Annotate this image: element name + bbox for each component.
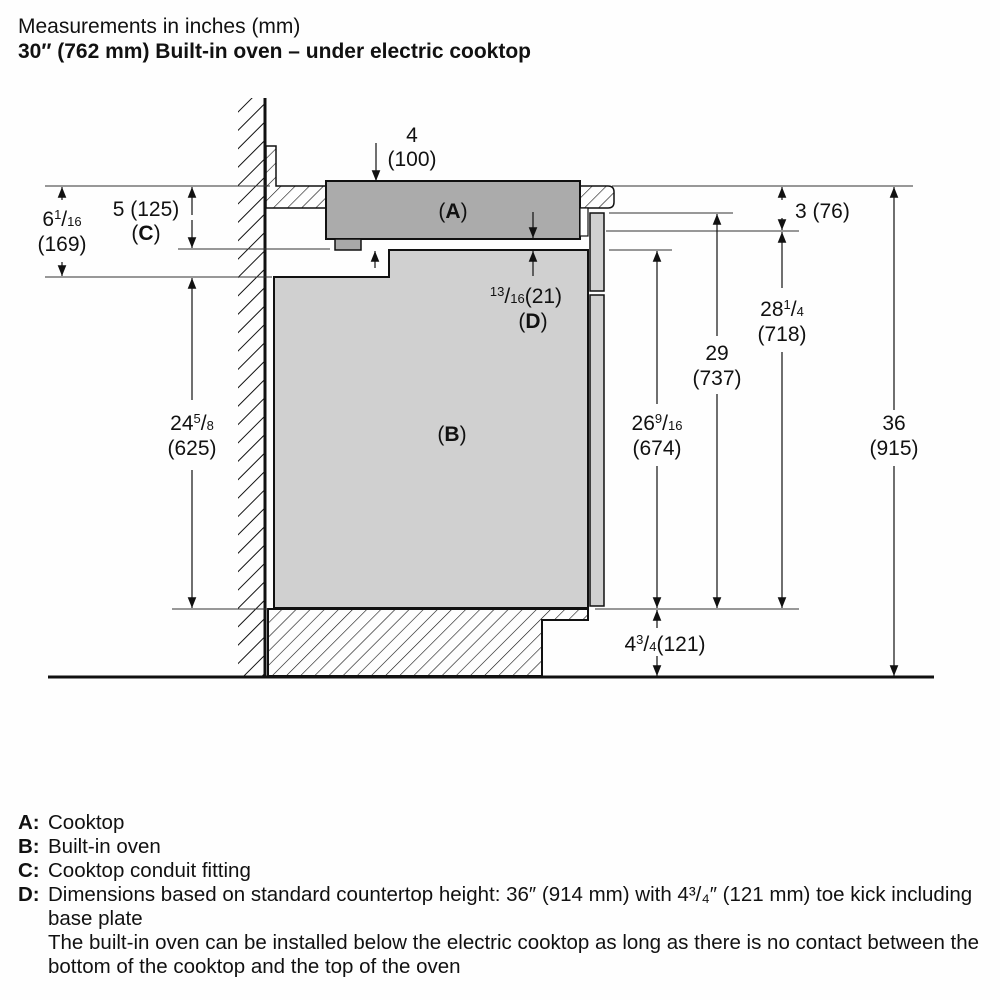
dim-oven-side-in: 245/8 xyxy=(170,411,214,435)
wall xyxy=(238,98,267,678)
legend-item-b: B: Built-in oven xyxy=(18,835,161,858)
dim-conduit-ref: (C) xyxy=(131,222,160,245)
extension-lines xyxy=(45,185,913,610)
dim-conduit-in: 5 (125) xyxy=(113,198,180,221)
dim-cooktop-depth-mm: (100) xyxy=(387,148,436,171)
oven-label: (B) xyxy=(437,423,466,446)
dim-oven-height-mm: (674) xyxy=(632,437,681,460)
base-plinth xyxy=(267,608,589,677)
conduit-fitting xyxy=(334,238,362,251)
oven-door-lower xyxy=(589,294,605,607)
dim-toe-kick: 43/4(121) xyxy=(624,632,705,656)
title-block: Measurements in inches (mm) 30″ (762 mm)… xyxy=(18,14,531,64)
legend-item-a: A: Cooktop xyxy=(18,811,125,834)
dim-top-clearance-in: 61/16 xyxy=(42,207,81,231)
legend-item-d: D: Dimensions based on standard countert… xyxy=(18,883,973,930)
legend-note: The built-in oven can be installed below… xyxy=(48,931,980,978)
dim-oven-height-in: 269/16 xyxy=(632,411,683,435)
dim-height-29-in: 29 xyxy=(705,342,728,365)
dim-top-clearance-mm: (169) xyxy=(37,233,86,256)
built-in-oven: (B) xyxy=(273,212,605,609)
dim-cooktop-depth-in: 4 xyxy=(406,124,418,147)
dim-height-28-mm: (718) xyxy=(757,323,806,346)
countertop xyxy=(265,145,615,209)
dim-gap-ref: (D) xyxy=(518,310,547,333)
cooktop: (A) xyxy=(325,180,589,251)
dim-counter-height-in: 36 xyxy=(882,412,905,435)
oven-door-upper xyxy=(589,212,605,292)
legend-item-c: C: Cooktop conduit fitting xyxy=(18,859,251,882)
legend: A: Cooktop B: Built-in oven C: Cooktop c… xyxy=(18,811,1000,979)
dim-height-29-mm: (737) xyxy=(692,367,741,390)
dim-gap-in: 13/16(21) xyxy=(490,284,562,308)
diagram-title: 30″ (762 mm) Built-in oven – under elect… xyxy=(18,40,532,63)
measurement-units-caption: Measurements in inches (mm) xyxy=(18,15,301,38)
dimension-labels: 4 (100) 61/16 (169) 5 (125) (C) 245/8 (6… xyxy=(37,124,918,656)
dimension-lines xyxy=(57,143,899,676)
dim-height-28-in: 281/4 xyxy=(760,297,804,321)
cooktop-label: (A) xyxy=(438,200,467,223)
dim-counter-height-mm: (915) xyxy=(869,437,918,460)
dim-cooktop-thickness: 3 (76) xyxy=(795,200,850,223)
dim-oven-side-mm: (625) xyxy=(167,437,216,460)
